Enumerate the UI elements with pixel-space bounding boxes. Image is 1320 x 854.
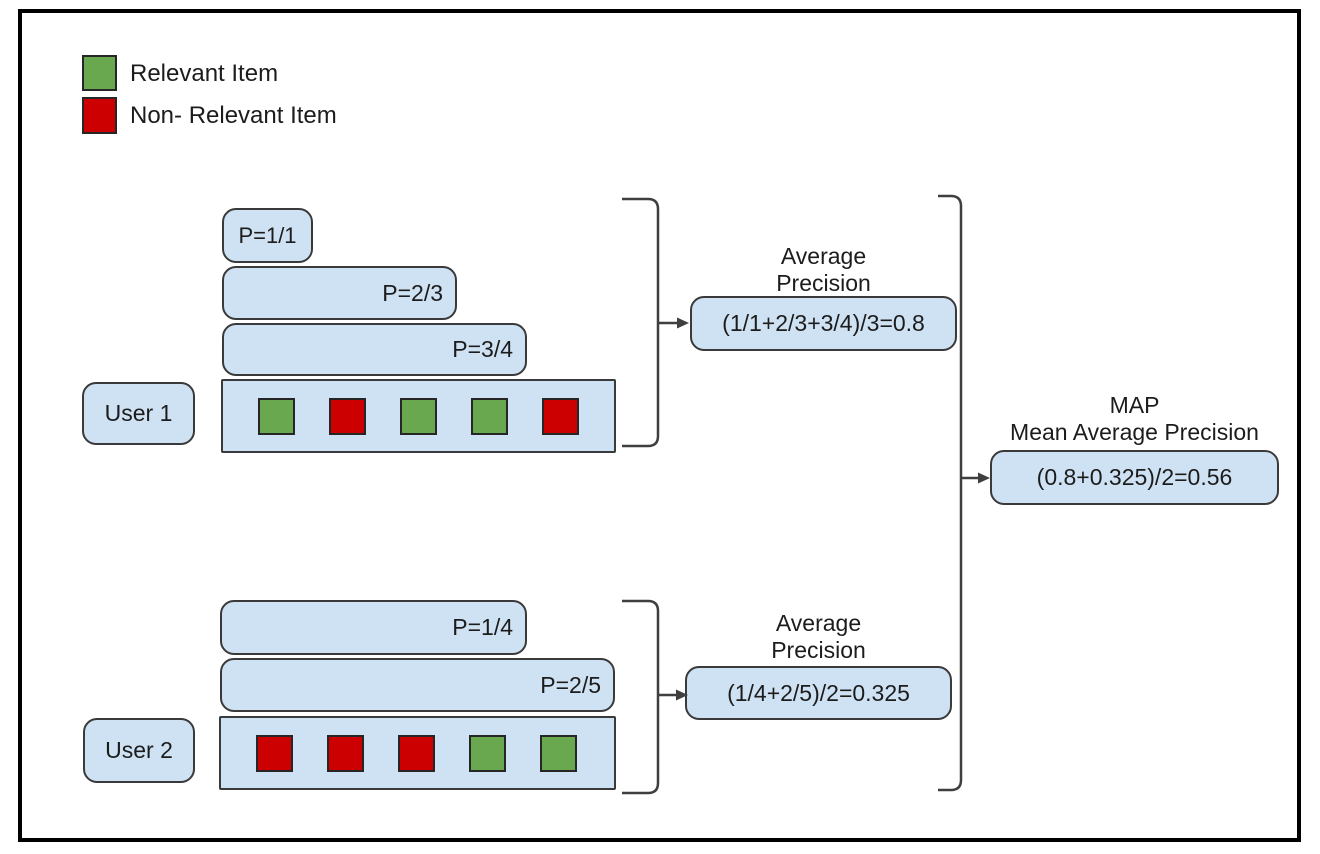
user1-precision-2-label: P=2/3 xyxy=(382,279,443,306)
user2-item-1-non-relevant-square xyxy=(256,734,293,772)
user1-ap-title-line1: Average xyxy=(780,243,867,269)
user1-item-4-relevant-square xyxy=(471,397,508,435)
user2-precision-1-label: P=1/4 xyxy=(452,614,513,640)
user2-precision-box-2: P=2/5 xyxy=(220,658,615,712)
user2-precision-box-1: P=1/4 xyxy=(220,600,527,655)
user1-precision-1-label: P=1/1 xyxy=(238,222,297,248)
map-box: (0.8+0.325)/2=0.56 xyxy=(990,450,1279,505)
user2-ap-title-line1: Average xyxy=(775,610,862,636)
user1-precision-box-3: P=3/4 xyxy=(222,323,527,376)
user1-item-5-non-relevant-square xyxy=(542,397,579,435)
user2-item-row xyxy=(219,716,616,790)
user2-ap-formula: (1/4+2/5)/2=0.325 xyxy=(727,679,910,706)
legend-relevant-swatch xyxy=(82,55,117,91)
user1-label: User 1 xyxy=(104,400,173,426)
user2-item-3-non-relevant-square xyxy=(398,734,435,772)
user2-label: User 2 xyxy=(105,737,173,763)
user1-average-precision-title: Average Precision xyxy=(690,243,957,297)
user1-ap-title-line2: Precision xyxy=(776,270,871,296)
user2-item-2-non-relevant-square xyxy=(327,734,364,772)
user1-precision-box-1: P=1/1 xyxy=(222,208,313,263)
user1-item-2-non-relevant-square xyxy=(329,397,366,435)
user2-ap-title-line2: Precision xyxy=(771,637,866,663)
user1-item-1-relevant-square xyxy=(258,397,295,435)
map-subtitle: Mean Average Precision xyxy=(1010,419,1259,445)
map-title-block: MAP Mean Average Precision xyxy=(990,392,1279,446)
user1-item-row xyxy=(221,379,616,453)
user2-average-precision-box: (1/4+2/5)/2=0.325 xyxy=(685,666,952,720)
user2-item-5-relevant-square xyxy=(540,734,577,772)
map-title: MAP xyxy=(1109,392,1160,418)
legend-non-relevant-swatch xyxy=(82,97,117,134)
user1-precision-3-label: P=3/4 xyxy=(452,336,513,362)
user2-label-box: User 2 xyxy=(83,718,195,783)
user2-precision-2-label: P=2/5 xyxy=(540,671,601,698)
legend-non-relevant-label: Non- Relevant Item xyxy=(130,102,337,129)
user1-item-3-relevant-square xyxy=(400,397,437,435)
user2-item-4-relevant-square xyxy=(469,734,506,772)
user1-ap-formula: (1/1+2/3+3/4)/3=0.8 xyxy=(722,310,925,336)
user1-precision-box-2: P=2/3 xyxy=(222,266,457,320)
legend-relevant-label: Relevant Item xyxy=(130,60,279,87)
user1-average-precision-box: (1/1+2/3+3/4)/3=0.8 xyxy=(690,296,957,351)
user2-average-precision-title: Average Precision xyxy=(685,610,952,664)
map-formula: (0.8+0.325)/2=0.56 xyxy=(1036,464,1233,490)
user1-label-box: User 1 xyxy=(82,382,195,445)
